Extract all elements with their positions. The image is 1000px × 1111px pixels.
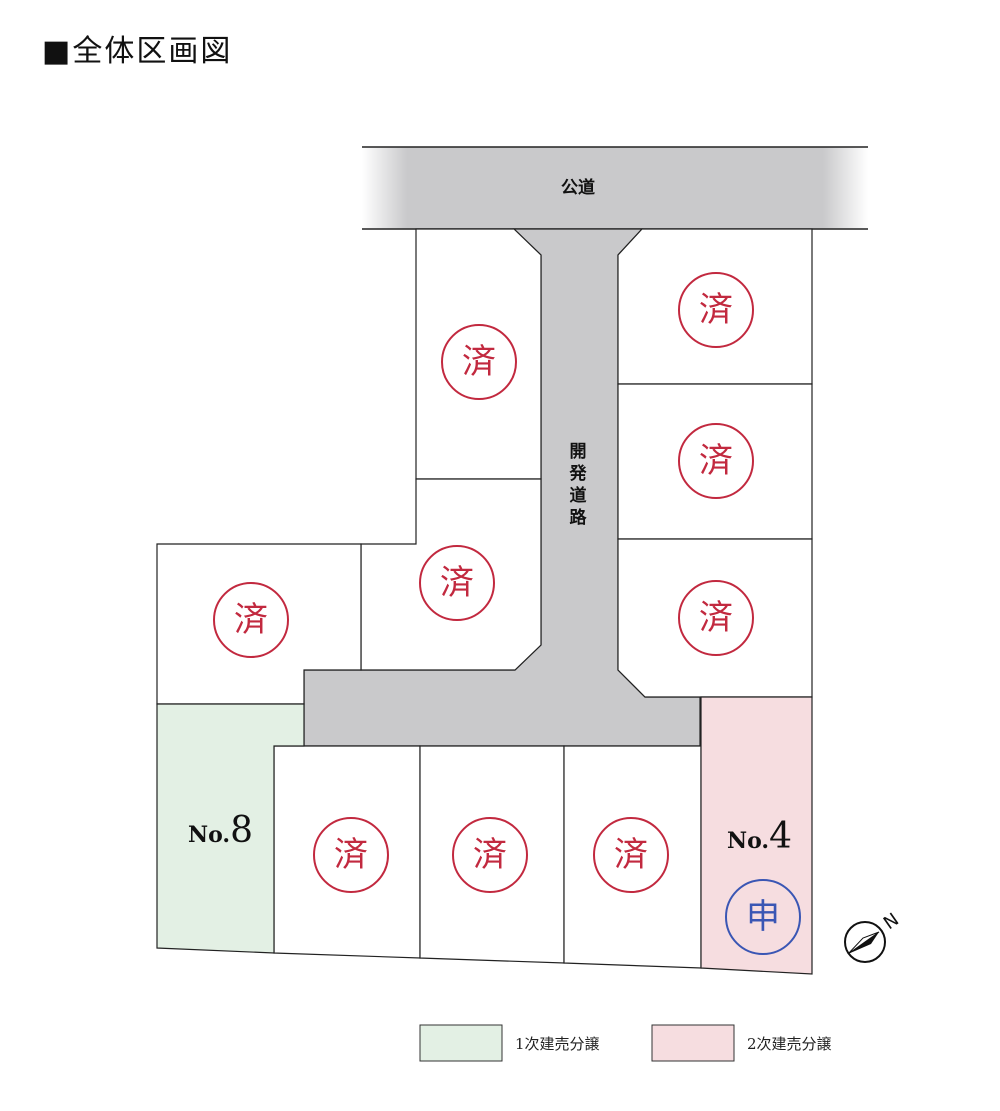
lot-no8-prefix: No. <box>188 822 230 848</box>
legend-swatch-first <box>419 1024 503 1062</box>
sold-mark-text: 済 <box>699 441 733 481</box>
sold-mark-text: 済 <box>473 835 507 875</box>
applied-mark-text: 申 <box>746 897 780 937</box>
applied-mark: 申 <box>725 879 801 955</box>
sold-mark-text: 済 <box>699 290 733 330</box>
sold-mark-text: 済 <box>334 835 368 875</box>
lot-no4-label: No.4 <box>727 816 792 857</box>
legend: 1次建売分譲 2次建売分譲 <box>419 1024 832 1062</box>
sold-marks: 済 済 済 済 済 済 済 済 <box>213 272 754 893</box>
development-road-label: 開 発 道 路 <box>569 442 588 528</box>
sold-mark-text: 済 <box>614 835 648 875</box>
lot-no8[interactable] <box>156 703 305 954</box>
lot-no8-label: No.8 <box>188 810 253 851</box>
sold-mark: 済 <box>452 817 528 893</box>
legend-swatch-second <box>651 1024 735 1062</box>
sold-mark: 済 <box>441 324 517 400</box>
sold-mark: 済 <box>678 272 754 348</box>
sold-mark: 済 <box>313 817 389 893</box>
development-road-char: 開 <box>570 442 587 462</box>
sold-mark-text: 済 <box>440 563 474 603</box>
sold-mark: 済 <box>678 423 754 499</box>
legend-label-first: 1次建売分譲 <box>515 1035 600 1053</box>
sold-mark-text: 済 <box>699 598 733 638</box>
development-road-char: 発 <box>569 463 588 484</box>
public-road: 公道 <box>362 146 868 230</box>
sold-mark-text: 済 <box>462 342 496 382</box>
sold-mark: 済 <box>419 545 495 621</box>
north-label: N <box>880 909 903 934</box>
development-road-char: 路 <box>570 507 588 528</box>
sold-mark: 済 <box>593 817 669 893</box>
lot-no8-number: 8 <box>230 810 253 851</box>
lot-no4-prefix: No. <box>727 828 769 854</box>
sold-mark: 済 <box>678 580 754 656</box>
legend-label-second: 2次建売分譲 <box>747 1035 832 1053</box>
page-title: ■全体区画図 <box>42 34 233 69</box>
north-arrow-icon: N <box>844 909 903 963</box>
public-road-label: 公道 <box>561 177 595 198</box>
sold-mark-text: 済 <box>234 600 268 640</box>
development-road-char: 道 <box>570 485 587 506</box>
lot-no4-number: 4 <box>769 816 792 857</box>
sold-mark: 済 <box>213 582 289 658</box>
